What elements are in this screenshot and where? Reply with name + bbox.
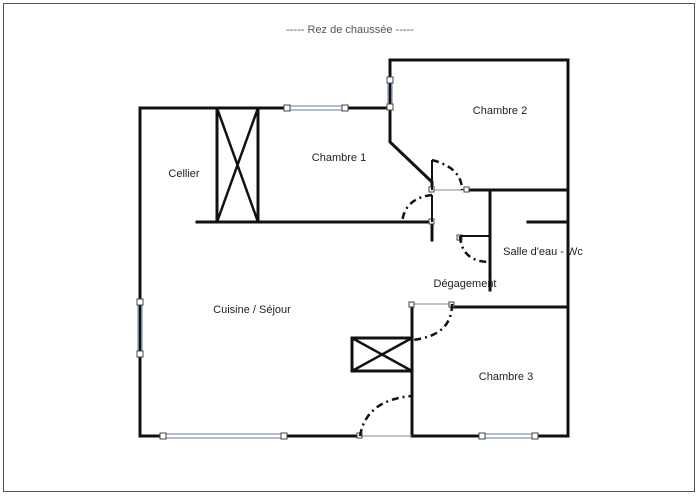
label-chambre-2: Chambre 2 [473,105,527,117]
cupboard-kitchen [350,336,414,373]
walls [138,58,570,438]
label-chambre-3: Chambre 3 [479,371,533,383]
plan-frame [3,3,695,492]
room-labels: Chambre 2 Chambre 1 Cellier Salle d'eau … [168,105,583,383]
label-cuisine-sejour: Cuisine / Séjour [213,304,291,316]
label-cellier: Cellier [168,168,200,180]
cupboard-cellier [215,106,260,224]
doors [356,158,491,439]
plan-title: ----- Rez de chaussée ----- [286,24,414,36]
label-chambre-1: Chambre 1 [312,152,366,164]
windows [136,76,539,440]
label-degagement: Dégagement [434,278,497,290]
label-salle-d-eau: Salle d'eau - Wc [503,246,583,258]
